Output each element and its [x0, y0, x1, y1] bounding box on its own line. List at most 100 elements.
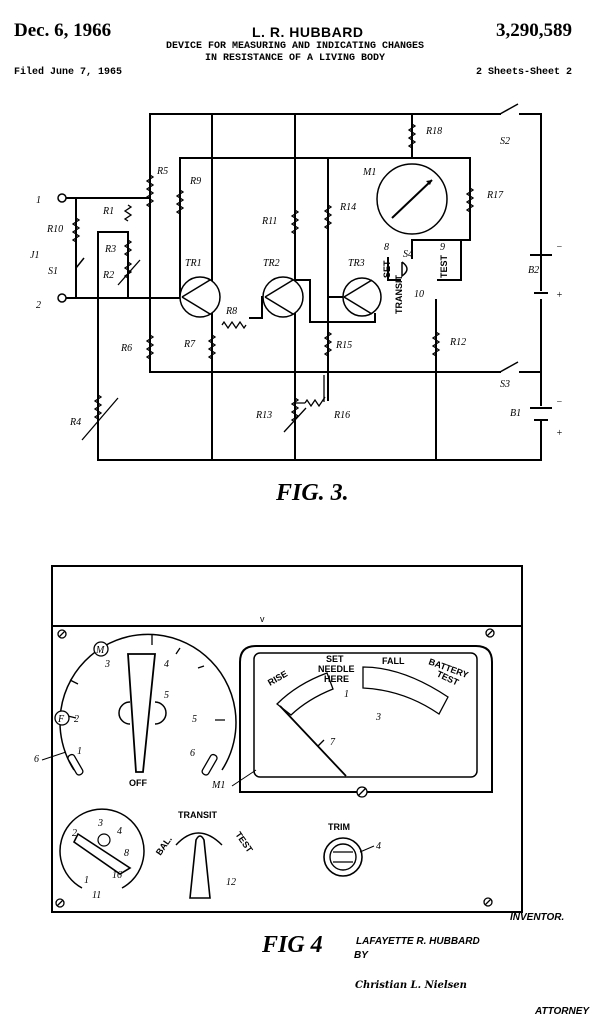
attorney-label: ATTORNEY: [534, 1006, 590, 1017]
range-dial-arc: [59, 808, 145, 889]
pos-set-label: SET: [382, 260, 392, 278]
meter-ref-7: 7: [330, 737, 336, 748]
terminal-1-label: 1: [36, 195, 41, 206]
meter-face: [253, 652, 478, 778]
resistor-r10: [71, 217, 81, 243]
r7-label: R7: [183, 339, 196, 350]
resistor-r5: [145, 174, 155, 208]
battery-b2: [530, 254, 552, 294]
r8-label: R8: [225, 306, 237, 317]
b2-plus: +: [556, 290, 563, 301]
switch-s3-label: S3: [500, 379, 510, 390]
range-mark-4: 4: [117, 826, 122, 837]
resistor-r6: [145, 334, 155, 360]
patent-date: Dec. 6, 1966: [14, 20, 112, 41]
r6-label: R6: [120, 343, 132, 354]
tr3-label: TR3: [348, 258, 365, 269]
resistor-r13: [290, 397, 300, 423]
r13-label: R13: [255, 410, 272, 421]
meter-bezel: [239, 645, 493, 793]
main-selector-knob: [127, 653, 156, 773]
resistor-r15: [323, 331, 333, 357]
transit-test-label: TEST: [233, 830, 255, 855]
meter-ref-3: 3: [375, 712, 381, 723]
resistor-r4: [93, 394, 103, 420]
switch-s4: [401, 261, 408, 278]
jack-j1-label: J1: [30, 250, 39, 261]
range-mark-8: 8: [124, 848, 129, 859]
resistor-r1: [123, 204, 133, 222]
r12-label: R12: [449, 337, 466, 348]
resistor-r16: [295, 396, 326, 408]
transistor-tr3: [342, 277, 382, 317]
filed-date: Filed June 7, 1965: [14, 67, 123, 78]
b2-minus: −: [556, 242, 563, 253]
bottom-rail: [97, 429, 542, 461]
meter-ref-1: 1: [344, 689, 349, 700]
meter-set-label: SET: [326, 654, 344, 664]
r3-label: R3: [104, 244, 116, 255]
switch-s3: [499, 361, 519, 373]
resistor-r9: [175, 189, 185, 215]
ref-6-label: 6: [34, 754, 39, 765]
range-mark-11: 11: [92, 890, 101, 901]
resistor-r8: [221, 320, 247, 330]
battery-b2-label: B2: [528, 265, 539, 276]
resistor-r3: [123, 239, 133, 257]
trim-ref-4: 4: [376, 841, 381, 852]
battery-b1-label: B1: [510, 408, 521, 419]
r11-label: R11: [261, 216, 277, 227]
pos-8-label: 8: [384, 242, 389, 253]
b1-plus: +: [556, 428, 563, 439]
sheet-indicator: 2 Sheets-Sheet 2: [475, 67, 572, 78]
inventor-heading: INVENTOR.: [510, 912, 564, 923]
lid-mark: v: [260, 614, 265, 624]
switch-s2-label: S2: [500, 136, 510, 147]
dial-mark-6: 6: [190, 748, 195, 759]
r17-label: R17: [486, 190, 504, 201]
transit-bal-label: BAL.: [154, 834, 174, 857]
switch-s1-label: S1: [48, 266, 58, 277]
meter-needle-label: NEEDLE: [318, 664, 355, 674]
range-selector-knob: [72, 832, 132, 875]
resistor-r18: [407, 123, 417, 149]
trim-knob-outer: [323, 837, 363, 877]
r15-label: R15: [335, 340, 352, 351]
top-rail: [149, 113, 542, 261]
r16-label: R16: [333, 410, 350, 421]
r10-label: R10: [46, 224, 63, 235]
r9-label: R9: [189, 176, 201, 187]
resistor-r7: [207, 334, 217, 360]
terminal-2-label: 2: [36, 300, 41, 311]
pos-test-label: TEST: [439, 254, 449, 278]
r1-label: R1: [102, 206, 114, 217]
b1-minus: −: [556, 397, 563, 408]
pos-10-label: 10: [414, 289, 424, 300]
pos-transit-label: TRANSIT: [394, 275, 404, 314]
r5-label: R5: [156, 166, 168, 177]
pos-9-label: 9: [440, 242, 445, 253]
range-mark-1: 1: [84, 875, 89, 886]
trim-knob-inner: [329, 843, 357, 871]
range-mark-3: 3: [97, 818, 103, 829]
tr1-label: TR1: [185, 258, 202, 269]
resistor-r17: [465, 187, 475, 213]
resistor-r11: [290, 209, 300, 235]
dial-mark-2: 2: [74, 714, 79, 725]
transit-ref-12: 12: [226, 877, 236, 888]
meter-needle: [279, 705, 347, 777]
patent-title-line2: IN RESISTANCE OF A LIVING BODY: [204, 53, 386, 64]
r2-label: R2: [102, 270, 114, 281]
resistor-r14: [323, 204, 333, 230]
dial-mark-4: 4: [164, 659, 169, 670]
m1-label: M1: [362, 167, 376, 178]
dial-mark-1: 1: [77, 746, 82, 757]
dial-mark-m: M: [95, 645, 105, 656]
r4-label: R4: [69, 417, 81, 428]
range-mark-16: 16: [112, 870, 122, 881]
r18-label: R18: [425, 126, 442, 137]
inventor-name: LAFAYETTE R. HUBBARD: [356, 936, 480, 947]
by-label: BY: [354, 950, 369, 961]
dial-mark-3: 3: [104, 659, 110, 670]
